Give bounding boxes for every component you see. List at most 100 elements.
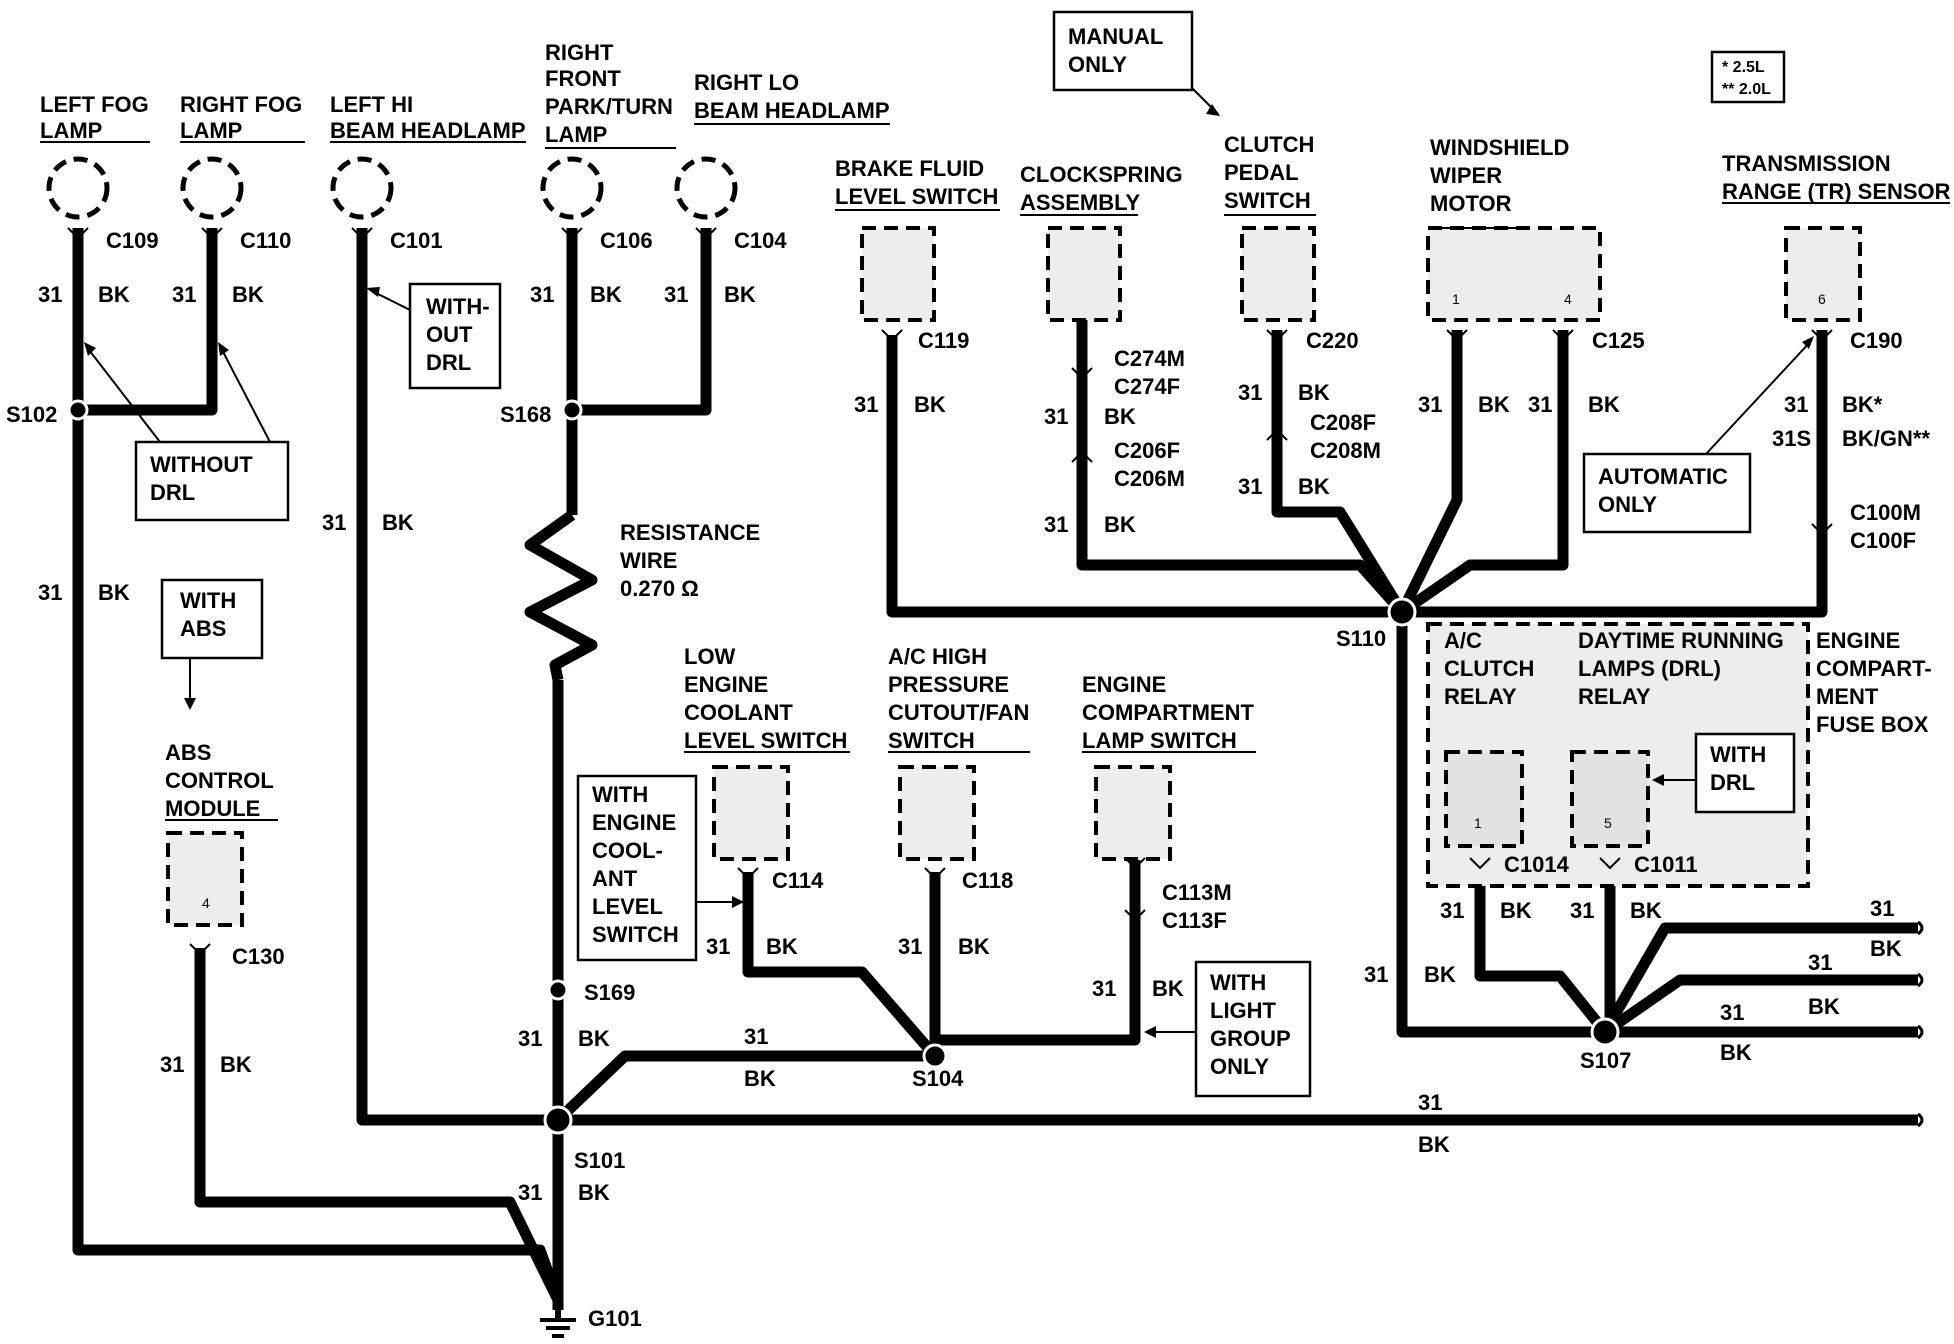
coolant-label-3: COOLANT	[684, 700, 793, 725]
without-drl-2: DRL	[150, 480, 195, 505]
ac-pressure-label-2: PRESSURE	[888, 672, 1009, 697]
components	[166, 226, 1862, 927]
circuit-label: 31	[172, 282, 196, 307]
with-coolant-2: ENGINE	[592, 810, 676, 835]
connector-c208m: C208M	[1310, 438, 1381, 463]
with-abs-box	[160, 578, 264, 660]
connector-c1014: C1014	[1504, 852, 1570, 877]
wiper-pin-4: 4	[1564, 291, 1572, 307]
splice-s107	[1590, 1017, 1620, 1047]
with-light-group-4: ONLY	[1210, 1054, 1269, 1079]
fuse-box-label-3: MENT	[1816, 684, 1879, 709]
color-label: BK	[958, 934, 990, 959]
resistance-label-2: WIRE	[620, 548, 677, 573]
wire-clutch	[1271, 330, 1407, 615]
connector-c206m: C206M	[1114, 466, 1185, 491]
circuit-label: 31	[38, 580, 62, 605]
circuit-label: 31	[854, 392, 878, 417]
clockspring-box	[1046, 226, 1122, 322]
right-lo-label-1: RIGHT LO	[694, 70, 799, 95]
circuit-label: 31	[1418, 392, 1442, 417]
connector-c101: C101	[390, 228, 443, 253]
connector-c100m: C100M	[1850, 500, 1921, 525]
tr-pin-6: 6	[1818, 291, 1826, 307]
splice-s104-label: S104	[912, 1066, 964, 1091]
tr-sensor-label-1: TRANSMISSION	[1722, 151, 1891, 176]
with-drl-1: WITH	[1710, 742, 1766, 767]
right-front-label-1: RIGHT	[545, 40, 614, 65]
connector-c110: C110	[240, 228, 291, 253]
without-drl-box-2	[408, 282, 502, 390]
clutch-switch-box	[1240, 226, 1316, 322]
right-front-park-lamp-icon	[540, 156, 604, 220]
with-light-group-3: GROUP	[1210, 1026, 1291, 1051]
wire-wiper-4	[1398, 330, 1569, 617]
wire-labels: 31 BK 31 BK 31 BK 31 BK 31 BK 31 BK 31 B…	[38, 282, 1930, 1205]
connector-c109: C109	[106, 228, 159, 253]
resistance-label-1: RESISTANCE	[620, 520, 760, 545]
left-hi-lamp-icon	[330, 156, 394, 220]
connector-c114: C114	[772, 868, 824, 893]
manual-only-1: MANUAL	[1068, 24, 1163, 49]
brake-fluid-switch-box	[860, 226, 936, 322]
wire-coolant	[742, 872, 940, 1060]
right-fog-label-2: LAMP	[180, 118, 242, 143]
circuit-label: 31	[1092, 976, 1116, 1001]
right-front-label-2: FRONT	[545, 66, 621, 91]
color-label: BK	[382, 510, 414, 535]
note-boxes	[134, 10, 1796, 1098]
circuit-s-label: 31S	[1772, 426, 1811, 451]
resistance-label-3: 0.270 Ω	[620, 576, 699, 601]
clutch-label-3: SWITCH	[1224, 188, 1311, 213]
ac-relay-label-1: A/C	[1444, 628, 1482, 653]
circuit-label: 31	[530, 282, 554, 307]
circuit-label: 31	[664, 282, 688, 307]
without-drl-box	[134, 440, 290, 522]
wire-s107-out2	[1601, 974, 1918, 1037]
circuit-label: 31	[706, 934, 730, 959]
left-hi-label-1: LEFT HI	[330, 92, 413, 117]
color-label: BK	[1152, 976, 1184, 1001]
ec-lamp-label-1: ENGINE	[1082, 672, 1166, 697]
brake-fluid-label-1: BRAKE FLUID	[835, 156, 984, 181]
splice-s102	[67, 399, 89, 421]
circuit-label: 31	[518, 1180, 542, 1205]
drl-relay-label-2: LAMPS (DRL)	[1578, 656, 1721, 681]
wire-right-lo	[572, 228, 712, 416]
wire-s107-out1	[1600, 922, 1918, 1035]
color-label: BK	[1298, 380, 1330, 405]
wiper-pin-1: 1	[1452, 291, 1460, 307]
color-label: BK	[1104, 404, 1136, 429]
connector-c119: C119	[918, 328, 969, 353]
circuit-label: 31	[1440, 898, 1464, 923]
circuit-label: 31	[1238, 474, 1262, 499]
wire-tr-sensor	[1402, 330, 1828, 618]
ac-relay-label-3: RELAY	[1444, 684, 1517, 709]
without-drl-1: WITHOUT	[150, 452, 253, 477]
connector-c1011: C1011	[1634, 852, 1698, 877]
ground-g101-label: G101	[588, 1306, 642, 1331]
ec-lamp-label-2: COMPARTMENT	[1082, 700, 1254, 725]
wire-s101-s104	[554, 1050, 935, 1124]
circuit-label: 31	[518, 1026, 542, 1051]
drl-relay-label-3: RELAY	[1578, 684, 1651, 709]
wire-s110-s107	[1396, 612, 1605, 1038]
connector-c130: C130	[232, 944, 285, 969]
connector-c106: C106	[600, 228, 653, 253]
color-label: BK	[578, 1026, 610, 1051]
with-abs-1: WITH	[180, 588, 236, 613]
legend-line2: ** 2.0L	[1722, 81, 1771, 98]
splice-s110	[1387, 597, 1417, 627]
left-fog-label-2: LAMP	[40, 118, 102, 143]
clutch-label-1: CLUTCH	[1224, 132, 1314, 157]
ac-relay-box	[1444, 750, 1524, 848]
circuit-label: 31	[160, 1052, 184, 1077]
splice-s169-label: S169	[584, 980, 635, 1005]
connector-c274m: C274M	[1114, 346, 1185, 371]
coolant-label-1: LOW	[684, 644, 736, 669]
coolant-label-4: LEVEL SWITCH	[684, 728, 847, 753]
wiper-motor-box	[1426, 226, 1602, 322]
connector-c118: C118	[962, 868, 1013, 893]
legend-line1: * 2.5L	[1722, 59, 1765, 76]
circuit-label: 31	[38, 282, 62, 307]
